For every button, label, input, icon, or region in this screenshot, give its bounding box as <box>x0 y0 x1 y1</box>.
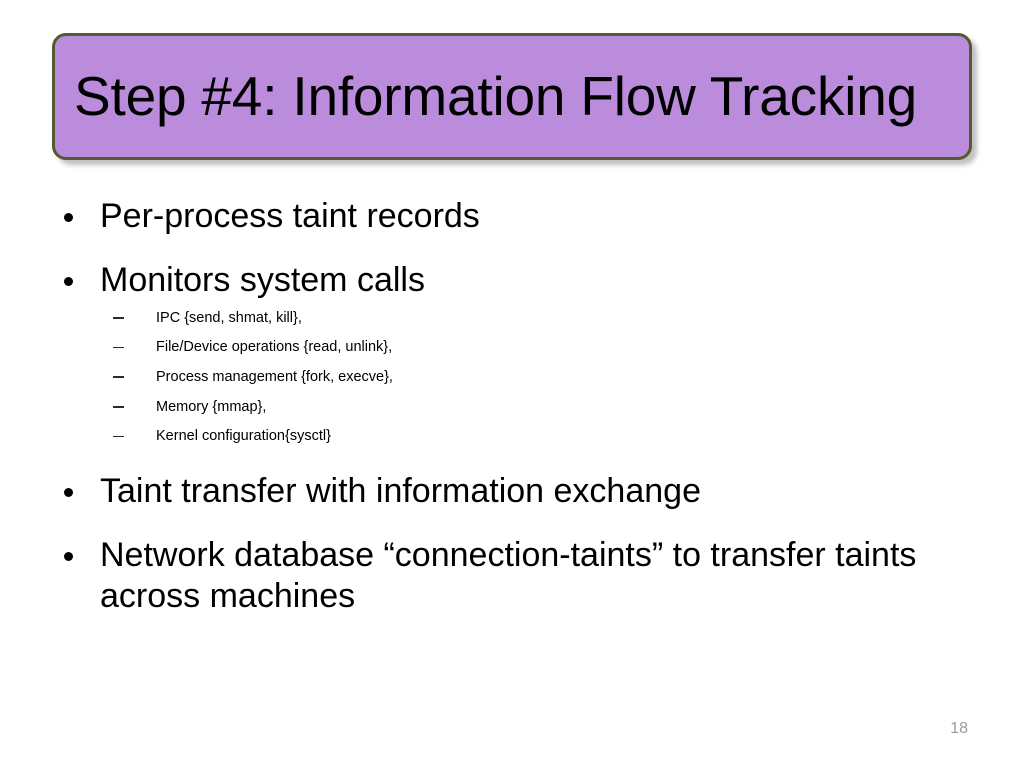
bullet-text: Per-process taint records <box>100 197 480 235</box>
slide-body: Per-process taint records Monitors syste… <box>0 196 1024 639</box>
dash-icon <box>113 435 124 438</box>
sub-bullet-item: File/Device operations {read, unlink}, <box>113 339 1024 356</box>
sub-bullet-text: Kernel configuration{sysctl} <box>156 428 331 445</box>
sub-bullet-text: File/Device operations {read, unlink}, <box>156 339 393 356</box>
bullet-dot-icon <box>64 276 73 286</box>
sub-bullet-item: Kernel configuration{sysctl} <box>113 428 1024 445</box>
bullet-text: Monitors system calls <box>100 260 425 299</box>
sub-bullet-item: Memory {mmap}, <box>113 399 1024 416</box>
bullet-text: Network database “connection-taints” to … <box>100 535 917 615</box>
bullet-item: Monitors system calls <box>0 260 980 301</box>
bullet-text: Taint transfer with information exchange <box>100 471 701 510</box>
sub-bullet-text: Memory {mmap}, <box>156 398 267 415</box>
bullet-dot-icon <box>64 213 73 222</box>
sub-bullet-text: IPC {send, shmat, kill}, <box>156 309 302 326</box>
sub-bullet-text: Process management {fork, execve}, <box>156 368 393 385</box>
sub-bullet-item: IPC {send, shmat, kill}, <box>113 310 1024 327</box>
bullet-item: Network database “connection-taints” to … <box>0 535 980 617</box>
dash-icon <box>113 317 124 319</box>
sub-bullet-group: IPC {send, shmat, kill}, File/Device ope… <box>0 310 1024 445</box>
dash-icon <box>113 406 124 408</box>
page-title: Step #4: Information Flow Tracking <box>74 64 918 127</box>
sub-bullet-list: IPC {send, shmat, kill}, File/Device ope… <box>113 310 1024 445</box>
slide-title-box: Step #4: Information Flow Tracking <box>52 33 972 160</box>
bullet-dot-icon <box>64 551 73 561</box>
dash-icon <box>113 346 124 349</box>
sub-bullet-item: Process management {fork, execve}, <box>113 369 1024 386</box>
bullet-list: Per-process taint records Monitors syste… <box>0 196 1024 616</box>
bullet-dot-icon <box>64 487 73 497</box>
bullet-item: Taint transfer with information exchange <box>0 471 980 512</box>
slide-number: 18 <box>950 720 968 737</box>
bullet-item: Per-process taint records <box>0 196 980 237</box>
dash-icon <box>113 376 124 379</box>
